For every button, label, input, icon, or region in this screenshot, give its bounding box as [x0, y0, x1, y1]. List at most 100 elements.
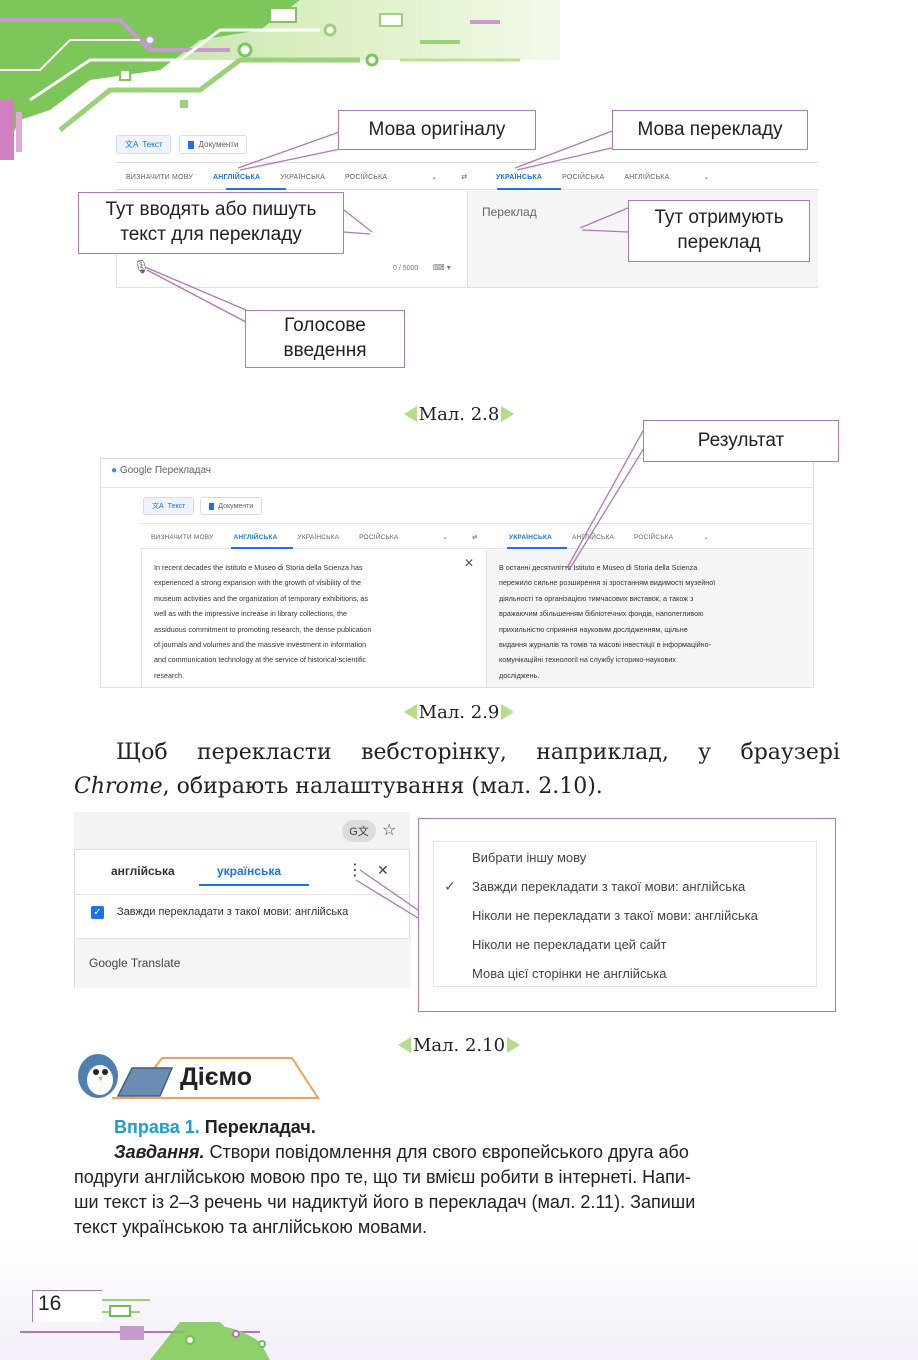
target-lang-russian[interactable]: РОСІЙСЬКА	[634, 533, 674, 541]
menu-item-choose-language[interactable]: Вибрати іншу мову	[472, 850, 587, 865]
caption-arrow-right-icon	[501, 406, 515, 422]
section-header-graphic	[78, 1054, 320, 1099]
check-icon: ✓	[444, 878, 456, 894]
caption-fig-2-9: Мал. 2.9	[0, 700, 918, 724]
paragraph-line-2: Chrome, обирають налаштування (мал. 2.10…	[74, 774, 603, 799]
exercise-heading: Вправа 1. Перекладач.	[114, 1117, 316, 1137]
circuit-decoration-bottom	[20, 1299, 270, 1360]
language-bar: ВИЗНАЧИТИ МОВУ АНГЛІЙСЬКА УКРАЇНСЬКА РОС…	[141, 523, 811, 549]
popup-divider	[75, 894, 411, 895]
translate-page-icon[interactable]: G文	[342, 820, 376, 842]
chevron-down-icon[interactable]: ⌄	[703, 174, 710, 181]
result-text: В останні десятиліття Istituto e Museo d…	[499, 563, 716, 680]
caption-arrow-left-icon	[403, 704, 417, 720]
caption-arrow-right-icon	[507, 1037, 521, 1053]
target-lang-russian[interactable]: РОСІЙСЬКА	[562, 173, 605, 181]
page-number-box	[32, 1290, 102, 1322]
target-lang-ukrainian[interactable]: УКРАЇНСЬКА	[496, 173, 543, 181]
tab-source-language[interactable]: англійська	[111, 864, 175, 878]
caption-fig-2-10: Мал. 2.10	[0, 1033, 918, 1057]
microphone-icon[interactable]: 🎙︎	[133, 259, 150, 274]
source-languages: ВИЗНАЧИТИ МОВУ АНГЛІЙСЬКА УКРАЇНСЬКА РОС…	[116, 173, 477, 182]
target-active-underline	[497, 188, 561, 190]
exercise-line-3: ши текст із 2–3 речень чи надиктуй його …	[74, 1192, 696, 1212]
menu-item-not-english[interactable]: Мова цієї сторінки не англійська	[472, 966, 667, 981]
output-placeholder: Переклад	[482, 205, 537, 219]
body-paragraph: Щоб перекласти вебсторінку, наприклад, у…	[74, 736, 840, 804]
document-icon	[188, 140, 195, 149]
app-title: ● Google Перекладач	[111, 465, 211, 476]
translate-icon: 文A	[125, 140, 139, 149]
source-text: In recent decades the Istituto e Museo d…	[154, 563, 372, 680]
browser-toolbar: G文 ☆	[74, 812, 410, 850]
target-lang-ukrainian[interactable]: УКРАЇНСЬКА	[509, 533, 552, 541]
callout-source-language: Мова оригіналу	[338, 110, 536, 150]
checkbox-always-translate[interactable]: ✓	[91, 906, 104, 919]
caption-arrow-right-icon	[501, 704, 515, 720]
swap-icon[interactable]: ⇄	[472, 534, 478, 541]
lang-ukrainian[interactable]: УКРАЇНСЬКА	[297, 533, 340, 541]
google-logo-icon: ●	[111, 465, 118, 476]
keyboard-icon[interactable]: ⌨ ▾	[433, 263, 451, 272]
chevron-down-icon[interactable]: ⌄	[703, 534, 709, 541]
source-active-underline	[226, 188, 286, 190]
close-icon[interactable]: ✕	[377, 862, 389, 878]
popup-footer: Google Translate	[75, 938, 411, 988]
page-bottom-tint	[0, 1240, 918, 1360]
star-icon[interactable]: ☆	[382, 822, 397, 839]
lang-russian[interactable]: РОСІЙСЬКА	[345, 173, 388, 181]
section-title: Діємо	[180, 1063, 252, 1091]
exercise-line-4: текст українською та англійською мовами.	[74, 1217, 428, 1237]
lang-russian[interactable]: РОСІЙСЬКА	[359, 533, 399, 541]
result-area: В останні десятиліття Istituto e Museo d…	[486, 550, 811, 687]
circuit-decoration-top	[0, 0, 560, 160]
close-icon[interactable]: ✕	[464, 556, 475, 570]
char-counter: 0 / 5000	[393, 265, 419, 272]
menu-item-never-translate-language[interactable]: Ніколи не перекладати з такої мови: англ…	[472, 908, 758, 923]
tab-target-language[interactable]: українська	[217, 864, 282, 878]
chevron-down-icon[interactable]: ⌄	[431, 174, 438, 181]
translate-icon: 文A	[152, 503, 164, 510]
callout-output-area: Тут отримують переклад	[628, 200, 810, 262]
menu-item-always-translate[interactable]: Завжди перекладати з такої мови: англійс…	[472, 879, 746, 894]
caption-arrow-left-icon	[397, 1037, 411, 1053]
callout-lines-fig-2-10	[355, 869, 419, 919]
document-icon	[209, 502, 215, 510]
source-languages: ВИЗНАЧИТИ МОВУ АНГЛІЙСЬКА УКРАЇНСЬКА РОС…	[141, 533, 488, 542]
target-languages: УКРАЇНСЬКА АНГЛІЙСЬКА РОСІЙСЬКА ⌄	[499, 533, 719, 542]
lang-ukrainian[interactable]: УКРАЇНСЬКА	[280, 173, 326, 181]
callout-target-language: Мова перекладу	[612, 110, 808, 150]
callout-result: Результат	[643, 420, 839, 462]
callout-input-area: Тут вводять або пишуть текст для перекла…	[78, 192, 344, 254]
tab-documents[interactable]: Документи	[200, 497, 263, 515]
lang-detect[interactable]: ВИЗНАЧИТИ МОВУ	[151, 533, 214, 541]
target-languages: УКРАЇНСЬКА РОСІЙСЬКА АНГЛІЙСЬКА ⌄	[486, 173, 720, 182]
figure-2-10-left: G文 ☆ англійська українська ⋮ ✕ ✓ Завжди …	[74, 812, 411, 988]
header-divider	[101, 487, 813, 488]
target-lang-english[interactable]: АНГЛІЙСЬКА	[624, 173, 670, 181]
checkbox-label: Завжди перекладати з такої мови: англійс…	[117, 906, 349, 918]
menu-item-never-translate-site[interactable]: Ніколи не перекладати цей сайт	[472, 937, 667, 952]
source-text-area[interactable]: In recent decades the Istituto e Museo d…	[141, 550, 485, 687]
tab-documents[interactable]: Документи	[179, 135, 248, 154]
page-number: 16	[38, 1292, 62, 1315]
target-lang-english[interactable]: АНГЛІЙСЬКА	[571, 533, 614, 541]
language-bar: ВИЗНАЧИТИ МОВУ АНГЛІЙСЬКА УКРАЇНСЬКА РОС…	[116, 162, 818, 190]
chevron-down-icon[interactable]: ⌄	[442, 534, 449, 541]
callout-lines-fig-2-8	[144, 127, 629, 323]
lang-english[interactable]: АНГЛІЙСЬКА	[213, 173, 261, 181]
source-active-underline	[231, 547, 293, 549]
figure-2-10-menu: Вибрати іншу мову ✓ Завжди перекладати з…	[418, 818, 836, 1012]
exercise-line-2: подруги англійською мовою про те, що ти …	[74, 1167, 691, 1187]
caption-arrow-left-icon	[403, 406, 417, 422]
lang-english[interactable]: АНГЛІЙСЬКА	[233, 533, 278, 541]
lang-detect[interactable]: ВИЗНАЧИТИ МОВУ	[126, 173, 194, 181]
target-tab-underline	[199, 884, 309, 886]
dropdown-menu: Вибрати іншу мову ✓ Завжди перекладати з…	[433, 841, 817, 987]
swap-icon[interactable]: ⇄	[461, 174, 468, 181]
more-vertical-icon[interactable]: ⋮	[347, 862, 363, 879]
